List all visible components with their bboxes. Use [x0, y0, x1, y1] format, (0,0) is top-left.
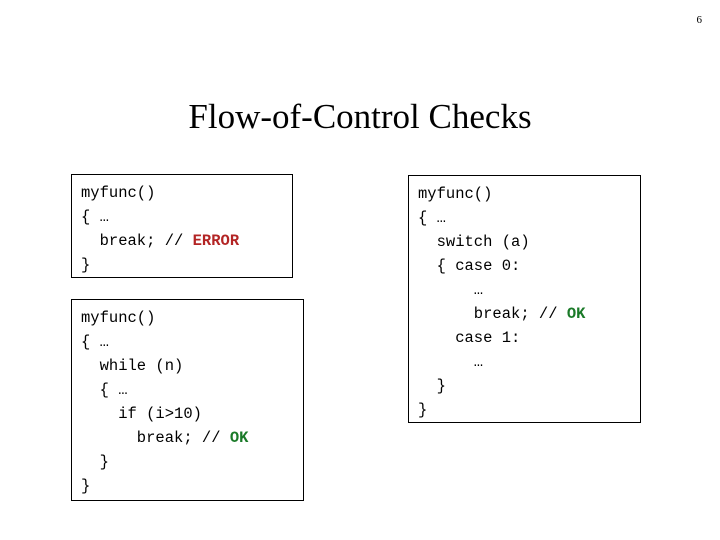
code-text: } — [81, 477, 91, 495]
code-line: { … — [81, 378, 303, 402]
annotation-ok: OK — [229, 429, 249, 447]
code-line: { … — [81, 330, 303, 354]
code-text: if (i>10) — [81, 405, 202, 423]
page-number: 6 — [696, 14, 703, 26]
annotation-error: ERROR — [192, 232, 240, 250]
code-text: { … — [81, 333, 109, 351]
code-box-break-in-while: myfunc() { … while (n) { … if (i>10) brea… — [71, 299, 304, 501]
code-text: case 1: — [418, 329, 521, 347]
code-line: } — [81, 474, 303, 498]
code-line: myfunc() — [81, 306, 303, 330]
page-title: Flow-of-Control Checks — [188, 97, 532, 137]
code-text: myfunc() — [81, 184, 156, 202]
code-text: { … — [81, 381, 128, 399]
code-text: myfunc() — [418, 185, 493, 203]
code-text: { … — [81, 208, 109, 226]
code-text: { case 0: — [418, 257, 521, 275]
code-text: switch (a) — [418, 233, 530, 251]
code-line: break; // OK — [418, 302, 640, 326]
code-line: break; // OK — [81, 426, 303, 450]
code-line: { case 0: — [418, 254, 640, 278]
code-text: … — [418, 353, 484, 371]
code-text: } — [418, 401, 428, 419]
code-line: switch (a) — [418, 230, 640, 254]
code-line: { … — [81, 205, 292, 229]
code-line: } — [81, 450, 303, 474]
code-text: } — [81, 256, 91, 274]
code-line: { … — [418, 206, 640, 230]
code-line: … — [418, 350, 640, 374]
code-text: } — [418, 377, 446, 395]
code-text: … — [418, 281, 484, 299]
annotation-ok: OK — [566, 305, 586, 323]
code-line: myfunc() — [418, 182, 640, 206]
code-text: while (n) — [81, 357, 184, 375]
code-line: } — [81, 253, 292, 277]
code-box-break-in-switch: myfunc() { … switch (a) { case 0: … break… — [408, 175, 641, 423]
code-line: myfunc() — [81, 181, 292, 205]
code-line: break; // ERROR — [81, 229, 292, 253]
code-text: break; // — [418, 305, 567, 323]
code-text: myfunc() — [81, 309, 156, 327]
code-line: … — [418, 278, 640, 302]
code-line: case 1: — [418, 326, 640, 350]
code-text: { … — [418, 209, 446, 227]
code-box-break-error: myfunc() { … break; // ERROR} — [71, 174, 293, 278]
code-text: break; // — [81, 429, 230, 447]
code-line: } — [418, 374, 640, 398]
code-line: } — [418, 398, 640, 422]
code-line: while (n) — [81, 354, 303, 378]
code-text: } — [81, 453, 109, 471]
code-text: break; // — [81, 232, 193, 250]
code-line: if (i>10) — [81, 402, 303, 426]
